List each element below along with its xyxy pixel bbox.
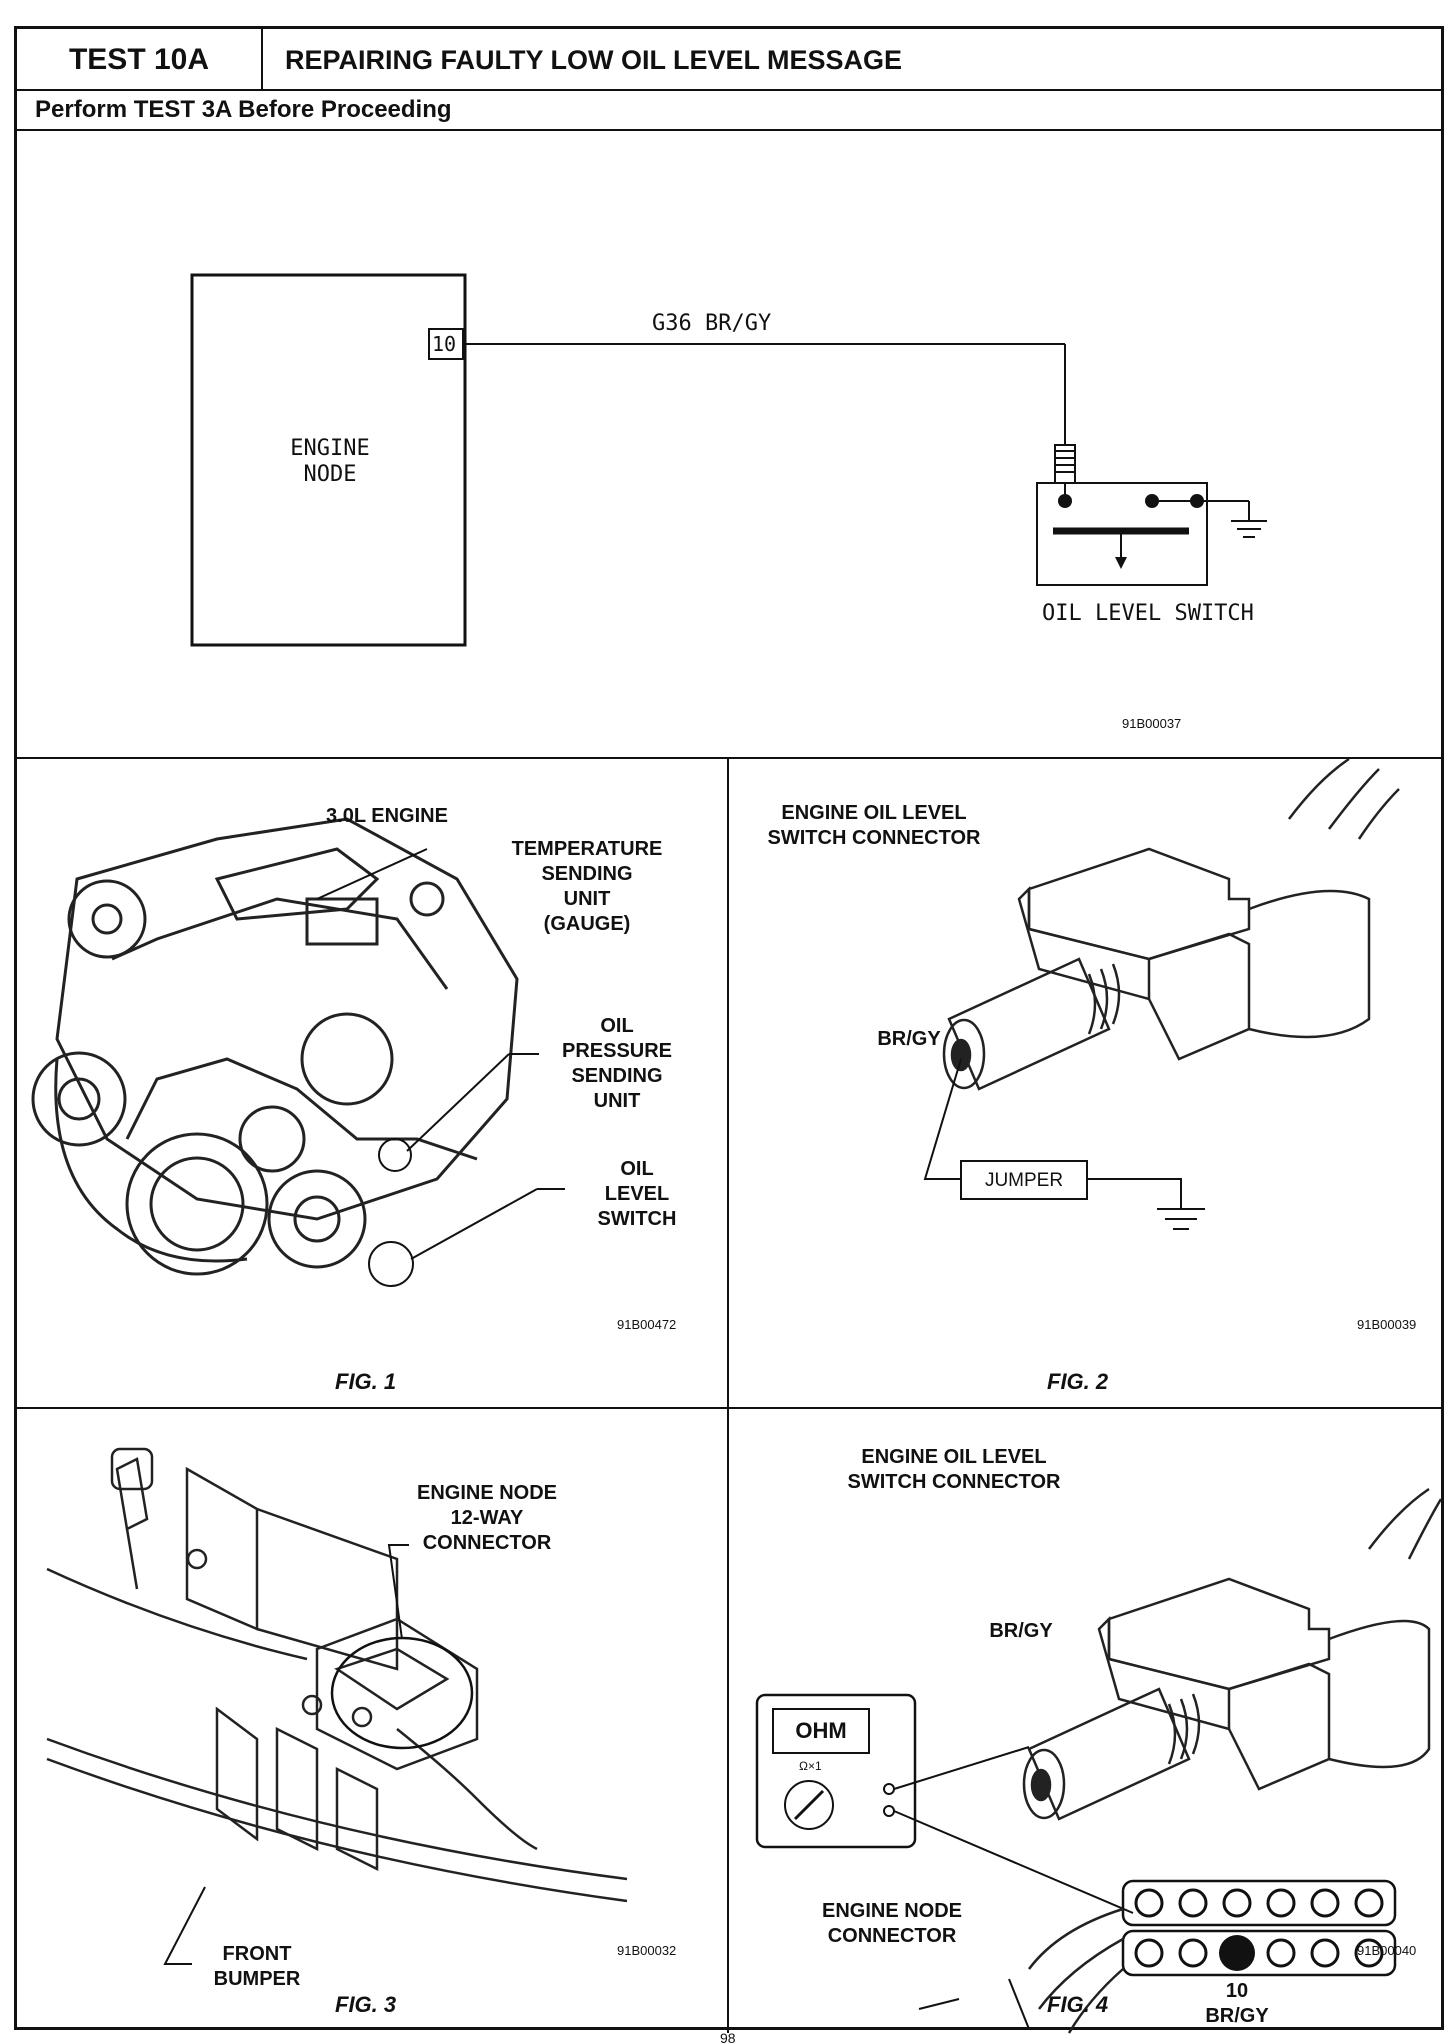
pin-10-label: 10 BR/GY <box>1205 1980 1269 2027</box>
pin-10-cavity <box>1219 1935 1255 1971</box>
fig4-title: ENGINE OIL LEVEL SWITCH CONNECTOR <box>847 1446 1061 1493</box>
fig2-drawing <box>923 757 1400 1230</box>
ohmmeter-icon <box>755 1693 917 1849</box>
fig1-panel: 3.0L ENGINE TEMPERATURE SENDING UNIT (GA… <box>17 759 729 1409</box>
fig4-wire-label: BR/GY <box>989 1620 1053 1642</box>
jumper-box <box>960 1160 1088 1200</box>
fig1-drawing <box>31 817 565 1287</box>
bumper-illustration <box>46 1447 628 1903</box>
fig2-code: 91B00039 <box>1357 1317 1417 1332</box>
fig2-panel: ENGINE OIL LEVEL SWITCH CONNECTOR BR/GY … <box>729 757 1441 1409</box>
fig2-wire-label: BR/GY <box>877 1028 941 1050</box>
temperature-sending-unit-label: TEMPERATURE SENDING UNIT (GAUGE) <box>511 838 663 935</box>
engine-node-connector-body <box>1028 1879 1397 2034</box>
oil-level-switch-label: OIL LEVEL SWITCH <box>1042 601 1254 626</box>
fig3-drawing <box>46 1447 628 1965</box>
engine-node-box <box>190 273 467 647</box>
schematic-code: 91B00037 <box>1122 716 1182 731</box>
engine-node-label: ENGINE NODE <box>290 436 370 487</box>
connector-illustration <box>1022 1487 1443 1821</box>
engine-illustration <box>31 817 519 1276</box>
prerequisite-note: Perform TEST 3A Before Proceeding <box>17 91 1441 131</box>
fig2-title: ENGINE OIL LEVEL SWITCH CONNECTOR <box>767 802 981 849</box>
oil-level-switch-box <box>1036 482 1208 586</box>
schematic-panel: ENGINE NODE 10 G36 BR/GY OIL LEVEL SWITC… <box>17 133 1441 759</box>
test-page-frame: TEST 10A REPAIRING FAULTY LOW OIL LEVEL … <box>14 26 1444 2034</box>
meter-display: OHM <box>795 1718 847 1743</box>
switch-arrow-icon <box>1115 557 1127 569</box>
fig3-panel: ENGINE NODE 12-WAY CONNECTOR FRONT BUMPE… <box>17 1409 729 2033</box>
test-id: TEST 10A <box>17 29 263 91</box>
engine-node-connector-label: ENGINE NODE 12-WAY CONNECTOR <box>416 1482 558 1554</box>
front-bumper-label: FRONT BUMPER <box>213 1943 301 1990</box>
oil-pressure-unit-callout <box>378 1138 412 1172</box>
fig4-code: 91B00040 <box>1357 1943 1417 1958</box>
fig1-code: 91B00472 <box>617 1317 677 1332</box>
fig3-code: 91B00032 <box>617 1943 677 1958</box>
fig3-caption: FIG. 3 <box>335 1992 397 2017</box>
test-header: TEST 10A REPAIRING FAULTY LOW OIL LEVEL … <box>17 29 1441 91</box>
oil-level-switch-callout <box>368 1241 414 1287</box>
fig1-title: 3.0L ENGINE <box>326 805 448 827</box>
pin-number: 10 <box>432 332 457 356</box>
meter-range: Ω×1 <box>799 1759 822 1773</box>
fig4-drawing <box>755 1487 1443 2034</box>
br-gy-lead <box>923 1058 962 1180</box>
fig4-panel: ENGINE OIL LEVEL SWITCH CONNECTOR BR/GY … <box>729 1409 1443 2034</box>
engine-node-connector-label: ENGINE NODE CONNECTOR <box>821 1900 963 1947</box>
page-number: 98 <box>720 2030 736 2044</box>
fig1-caption: FIG. 1 <box>335 1369 397 1394</box>
jumper-label: JUMPER <box>984 1170 1064 1191</box>
fig2-caption: FIG. 2 <box>1047 1369 1109 1394</box>
pin-10-box <box>428 328 464 360</box>
test-title: REPAIRING FAULTY LOW OIL LEVEL MESSAGE <box>285 44 903 75</box>
fig4-caption: FIG. 4 <box>1047 1992 1109 2017</box>
wire-label: G36 BR/GY <box>652 311 772 336</box>
schematic-drawing <box>190 273 1267 647</box>
oil-level-switch-label: OIL LEVEL SWITCH <box>597 1158 677 1230</box>
connector-illustration <box>942 757 1400 1091</box>
meter-dial-icon <box>784 1780 834 1830</box>
oil-pressure-sending-unit-label: OIL PRESSURE SENDING UNIT <box>561 1015 673 1112</box>
